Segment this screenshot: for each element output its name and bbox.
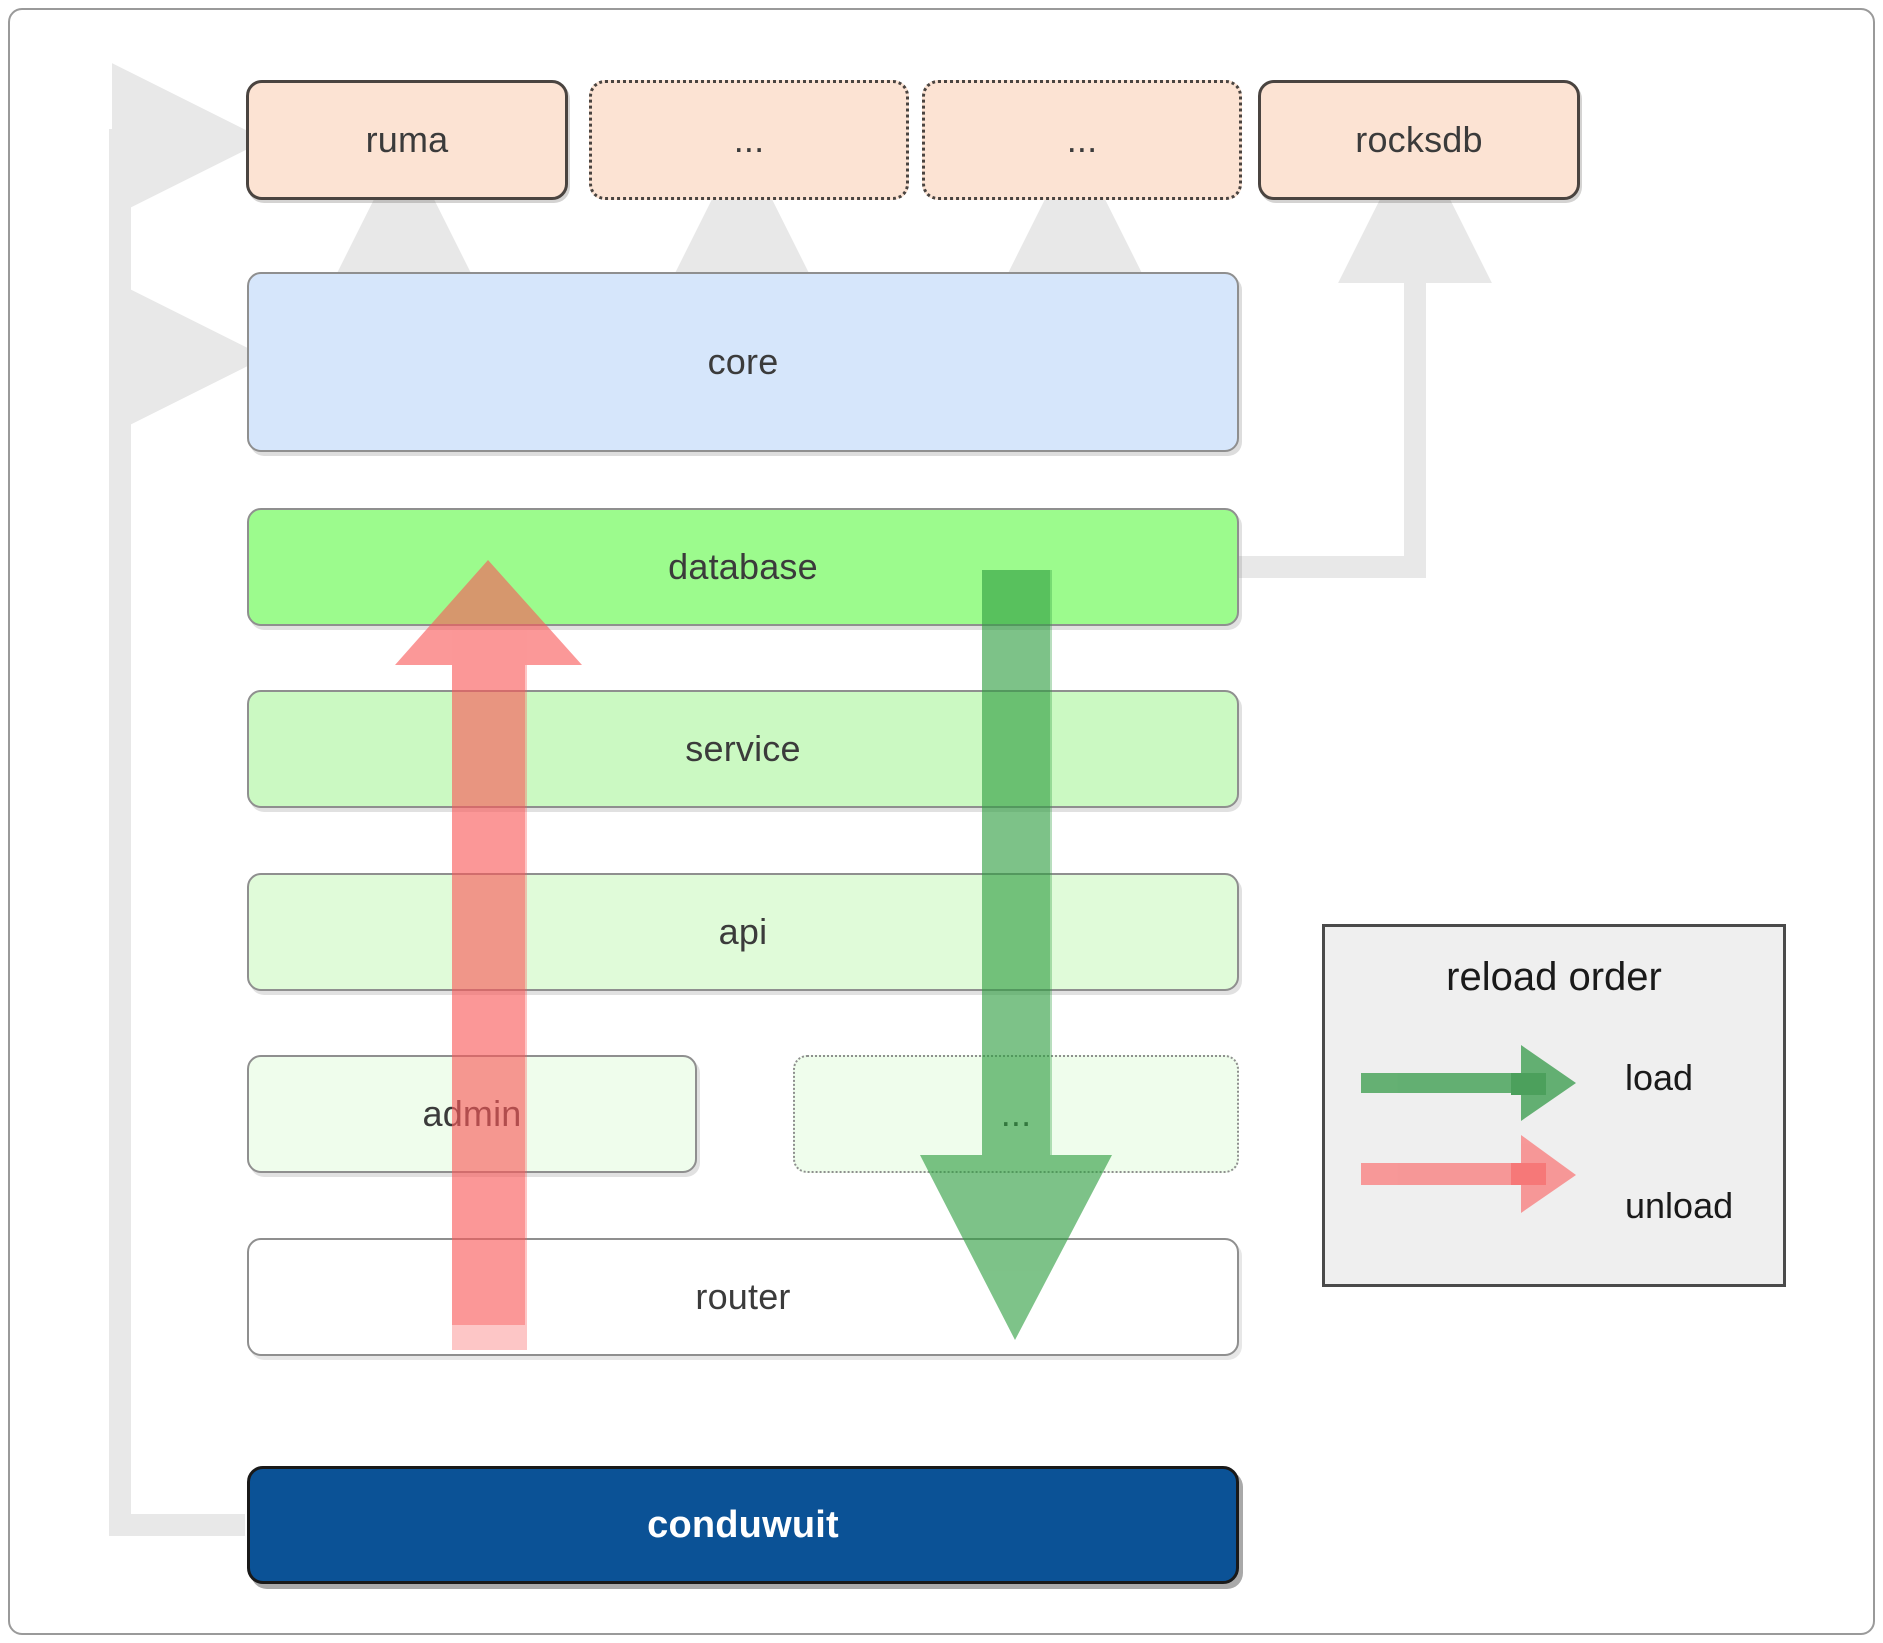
dependency-label-ellipsis-1: ... [733, 119, 765, 160]
root-label-conduwuit: conduwuit [647, 1503, 839, 1546]
dependency-label-ellipsis-2: ... [1066, 119, 1098, 160]
dependency-node-ellipsis-2[interactable]: ... [922, 80, 1242, 200]
legend-arrow-icons [1361, 1045, 1576, 1213]
legend-load-arrow-icon [1361, 1045, 1576, 1121]
dependency-node-rocksdb[interactable]: rocksdb [1258, 80, 1580, 200]
layer-node-admin[interactable]: admin [247, 1055, 697, 1173]
layer-node-core[interactable]: core [247, 272, 1239, 452]
layer-label-core: core [707, 341, 779, 382]
layer-label-admin: admin [422, 1093, 522, 1134]
diagram-frame [8, 8, 1875, 1635]
dependency-node-ruma[interactable]: ruma [246, 80, 568, 200]
layer-node-api[interactable]: api [247, 873, 1239, 991]
legend-unload-arrow-icon [1361, 1135, 1576, 1213]
legend-panel: reload order load unload [1322, 924, 1786, 1287]
dependency-label-rocksdb: rocksdb [1355, 119, 1483, 160]
layer-label-service: service [685, 728, 801, 769]
legend-label-unload: unload [1625, 1185, 1734, 1226]
legend-title: reload order [1446, 955, 1662, 999]
layer-node-database[interactable]: database [247, 508, 1239, 626]
layer-label-router: router [695, 1276, 791, 1317]
layer-label-api: api [718, 911, 768, 952]
root-node-conduwuit[interactable]: conduwuit [247, 1466, 1239, 1584]
layer-node-ellipsis[interactable]: ... [793, 1055, 1239, 1173]
layer-node-router[interactable]: router [247, 1238, 1239, 1356]
layer-label-database: database [668, 546, 818, 587]
legend-label-load: load [1625, 1057, 1694, 1098]
dependency-node-ellipsis-1[interactable]: ... [589, 80, 909, 200]
dependency-label-ruma: ruma [365, 119, 449, 160]
layer-node-service[interactable]: service [247, 690, 1239, 808]
layer-label-ellipsis: ... [1000, 1093, 1032, 1134]
